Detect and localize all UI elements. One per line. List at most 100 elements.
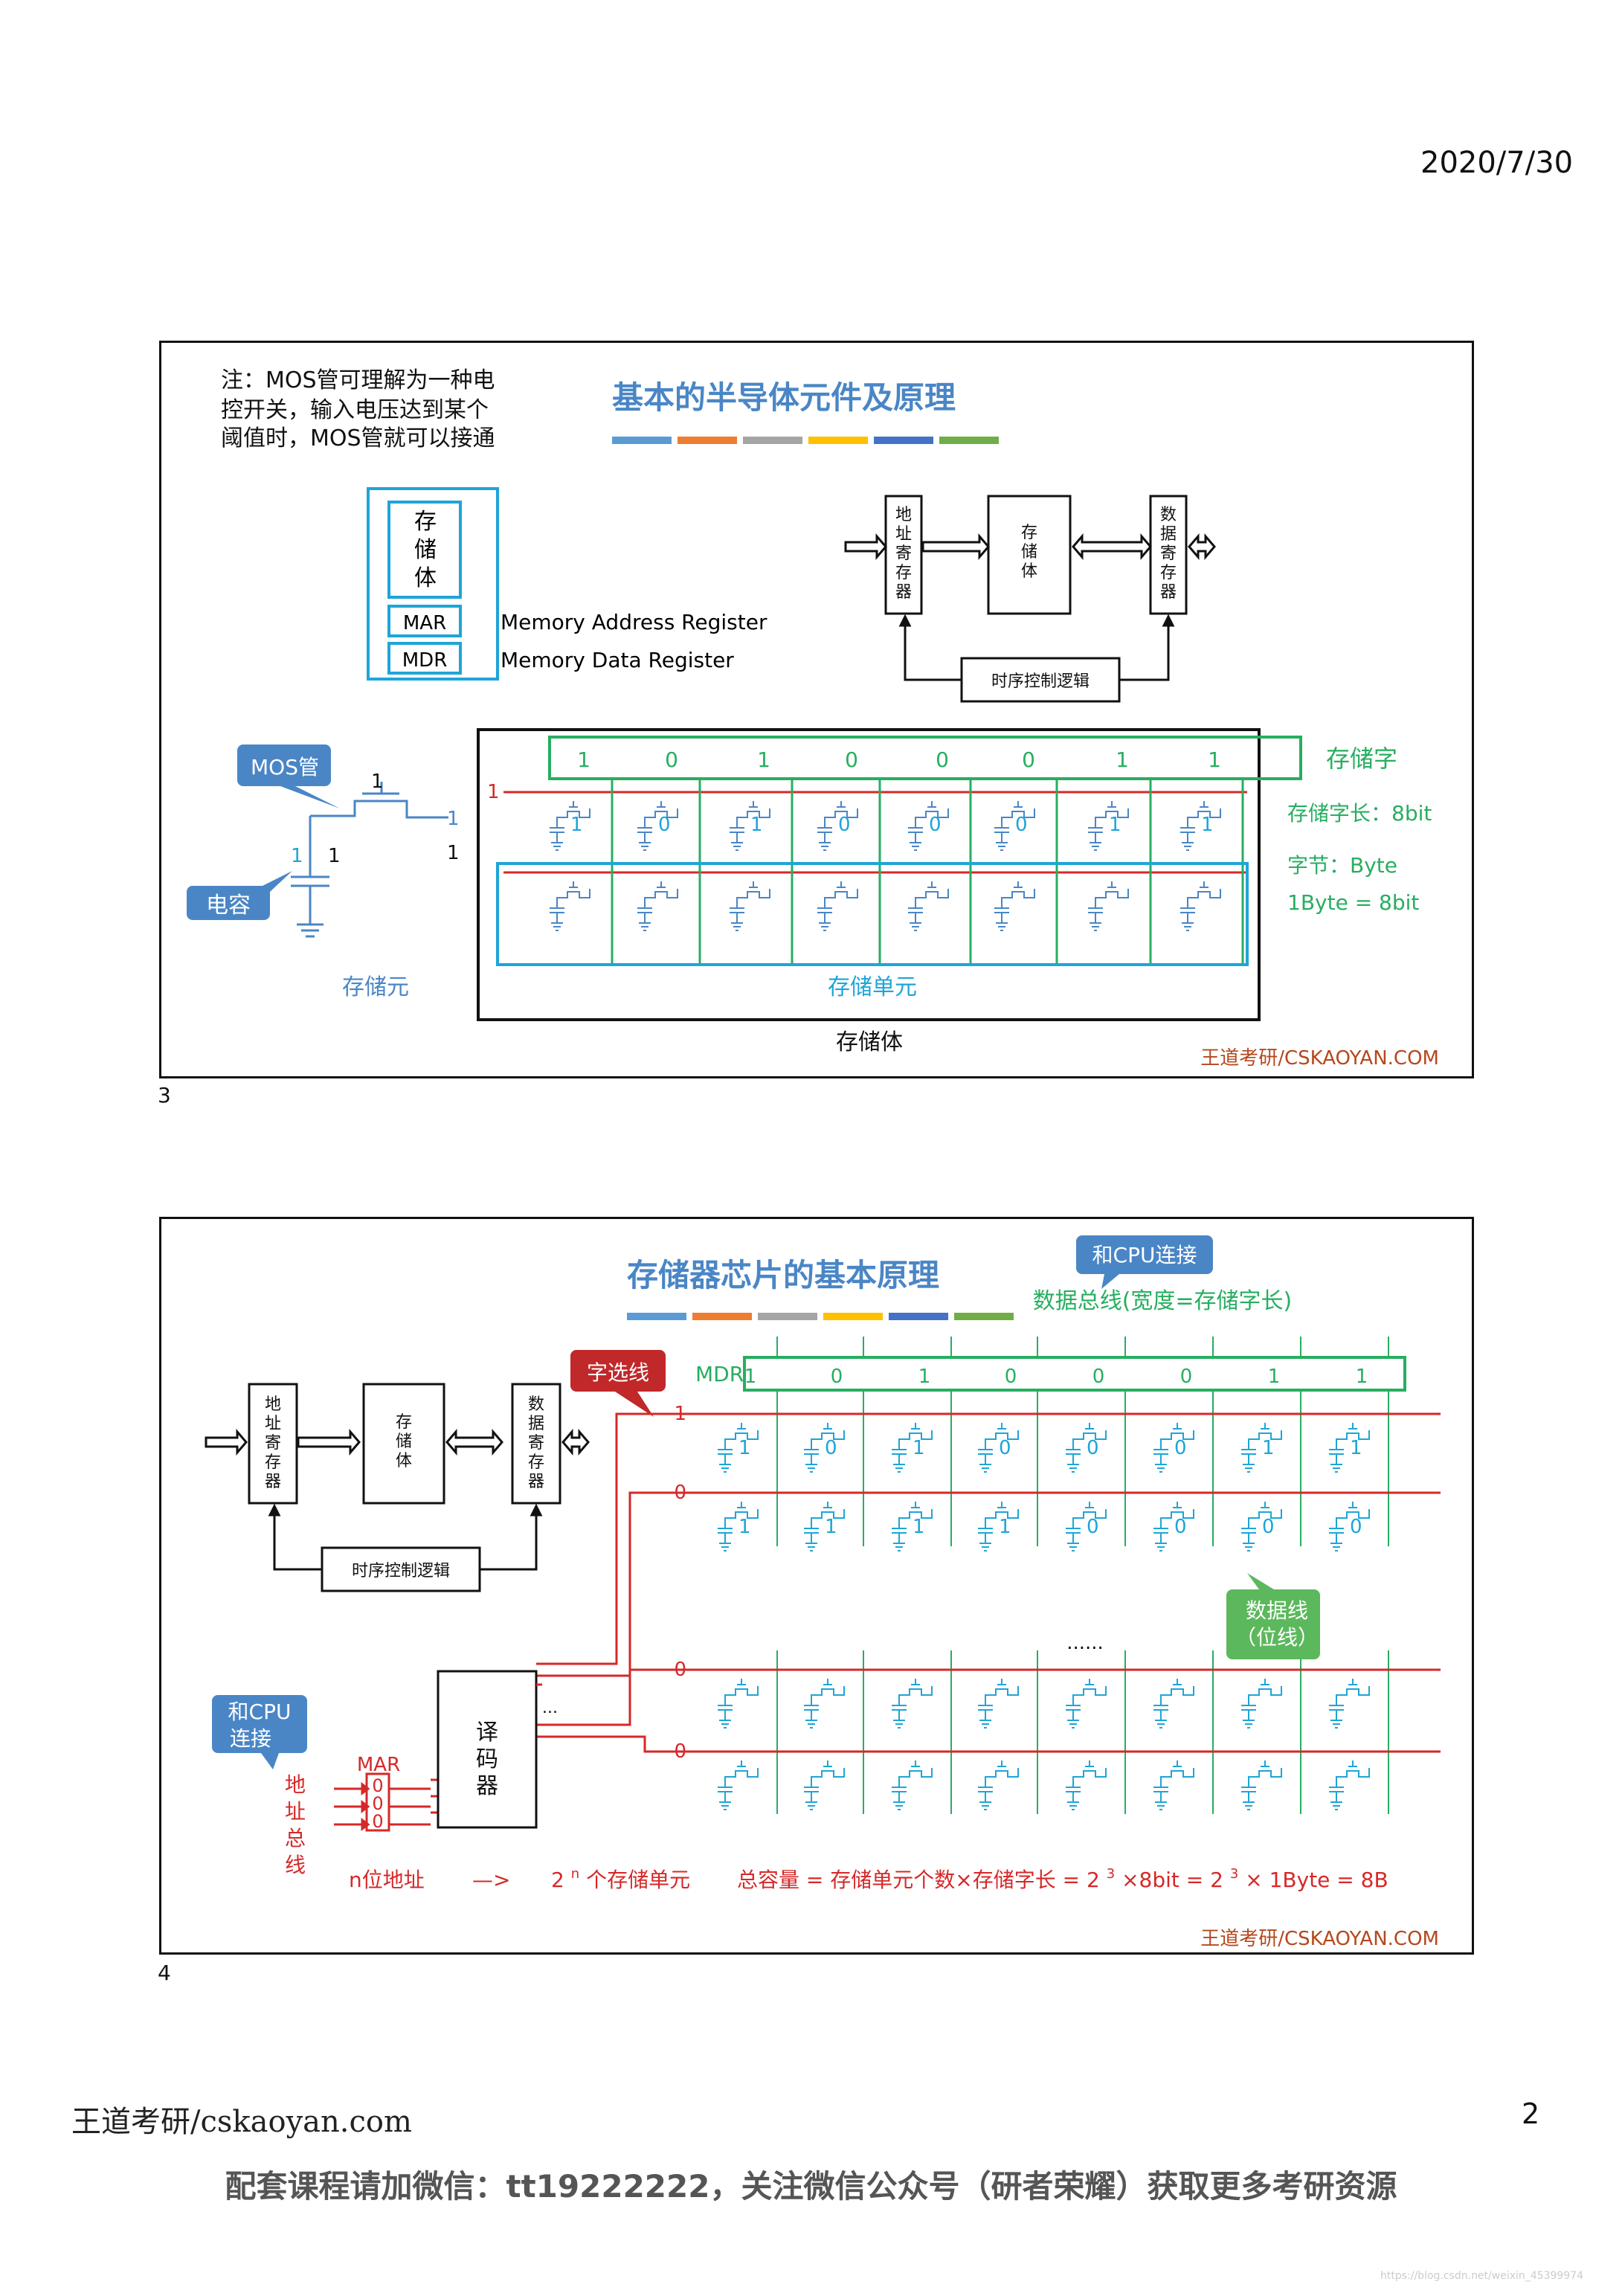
slide-number-3: 3	[158, 1083, 171, 1107]
storage-cell-r2-c1	[550, 881, 590, 931]
cell-bit-r1-c5: 0	[1087, 1437, 1099, 1459]
addr-reg-4: 存	[265, 1453, 281, 1472]
formula-line: n位地址 —> 2 n 个存储单元 总容量 = 存储单元个数×存储字长 = 2 …	[349, 1859, 1388, 1892]
slide-3: 注：MOS管可理解为一种电 控开关，输入电压达到某个 阈值时，MOS管就可以接通…	[159, 341, 1474, 1078]
storage-cell-bit-5: 0	[929, 814, 942, 836]
footer-promo: 配套课程请加微信：tt19222222，关注微信公众号（研者荣耀）获取更多考研资…	[225, 2168, 1397, 2205]
cell-r1-c4	[978, 1423, 1019, 1473]
cell-bit-r1-c7: 1	[1262, 1437, 1275, 1459]
footer-site: 王道考研/cskaoyan.com	[71, 2105, 412, 2139]
byte-equation: 1Byte = 8bit	[1287, 890, 1419, 915]
cell-r3-c3	[892, 1679, 933, 1729]
cell-r3-c4	[978, 1679, 1019, 1729]
data-reg-3: 寄	[528, 1434, 544, 1453]
cell-r2-c1	[718, 1502, 759, 1551]
cell-bit-r2-c4: 1	[999, 1516, 1011, 1538]
addr-reg-5: 器	[895, 583, 912, 602]
storage-cell-bit-6: 0	[1015, 814, 1028, 836]
cell-r3-c8	[1329, 1679, 1370, 1729]
addr-reg-2: 址	[265, 1415, 281, 1433]
storage-cell-r2-c3	[730, 881, 770, 931]
word-select-value: 1	[487, 781, 500, 803]
mar-bit-3: 0	[372, 1811, 383, 1832]
cell-r1-c1	[718, 1423, 759, 1473]
mdr-label: MDR	[695, 1362, 744, 1386]
byte-note: 字节：Byte	[1287, 853, 1397, 878]
address-bus-arrows	[334, 1782, 431, 1831]
storage-word-box	[548, 736, 1302, 780]
word-bit-2: 0	[665, 747, 678, 772]
cell-r2-c3	[892, 1502, 933, 1551]
decoder	[437, 1670, 538, 1829]
cell-r4-c4	[978, 1760, 1019, 1810]
memory-block-diagram	[844, 495, 1216, 703]
note-line-3: 阈值时，MOS管就可以接通	[221, 425, 495, 451]
cell-r1-c7	[1241, 1423, 1282, 1473]
mdr-bit-8: 1	[1356, 1366, 1368, 1388]
memory-1: 存	[1021, 524, 1037, 542]
storage-body-label: 存储体	[836, 1029, 903, 1055]
word-bit-8: 1	[1208, 747, 1221, 772]
legend-storage-1: 存	[414, 509, 437, 535]
word-line-callout: 字选线	[570, 1350, 666, 1417]
cell-gate-value: 1	[371, 771, 384, 793]
address-bus-1: 地	[285, 1772, 306, 1797]
data-line-callout-1: 数据线	[1246, 1598, 1308, 1623]
memory-3: 体	[396, 1452, 412, 1470]
slide-watermark: 王道考研/CSKAOYAN.COM	[1200, 1928, 1439, 1950]
cell-r3-c5	[1066, 1679, 1107, 1729]
data-reg-4: 存	[528, 1453, 544, 1472]
note-line-1: 注：MOS管可理解为一种电	[221, 367, 495, 393]
data-reg-1: 数	[528, 1395, 544, 1414]
timing-logic: 时序控制逻辑	[352, 1562, 450, 1580]
cell-r3-c2	[804, 1679, 845, 1729]
mdr-bit-6: 0	[1180, 1366, 1193, 1388]
cell-drain-value-bottom: 1	[447, 842, 460, 864]
capacitor-callout: 电容	[187, 871, 292, 920]
storage-cell-r1-c2	[637, 801, 678, 851]
storage-cells-row-2	[550, 881, 1221, 931]
title-color-bars	[612, 437, 999, 444]
cell-r1-c6	[1153, 1423, 1194, 1473]
cell-r2-c8	[1329, 1502, 1370, 1551]
storage-cell-r1-c4	[817, 801, 858, 851]
legend-mdr-desc: Memory Data Register	[501, 648, 734, 672]
legend-mar-desc: Memory Address Register	[501, 610, 767, 634]
decoder-dots: ...	[542, 1699, 558, 1717]
cpu-callout-left-2: 连接	[230, 1726, 271, 1751]
address-bus-4: 线	[285, 1853, 306, 1877]
slide-watermark: 王道考研/CSKAOYAN.COM	[1200, 1047, 1439, 1070]
addr-reg-3: 寄	[265, 1434, 281, 1453]
formula-total-a: 总容量 = 存储单元个数×存储字长 = 2	[737, 1868, 1100, 1892]
storage-unit-label: 存储单元	[828, 974, 917, 1000]
legend-mar: MAR	[403, 612, 446, 634]
cell-r1-c8	[1329, 1423, 1370, 1473]
mdr-register	[743, 1356, 1406, 1392]
cell-cap-value-right: 1	[328, 845, 341, 867]
mos-callout-text: MOS管	[251, 755, 319, 779]
word-bit-7: 1	[1116, 747, 1129, 772]
legend-mdr: MDR	[402, 649, 448, 672]
formula-total-c: × 1Byte = 8B	[1245, 1868, 1388, 1892]
storage-cell-r2-c5	[908, 881, 949, 931]
mdr-bit-7: 1	[1268, 1366, 1281, 1388]
formula-arrow: —>	[472, 1868, 510, 1892]
storage-cell-bit-4: 0	[838, 814, 851, 836]
decoder-wires	[431, 1412, 700, 1814]
slide-number-4: 4	[158, 1961, 171, 1985]
storage-cell-bit-1: 1	[570, 814, 583, 836]
data-reg-1: 数	[1160, 506, 1177, 524]
cell-r3-c6	[1153, 1679, 1194, 1729]
storage-cell-r2-c7	[1088, 881, 1129, 931]
word-length-note: 存储字长：8bit	[1287, 801, 1432, 826]
mar-register	[365, 1772, 390, 1832]
cell-r1-c5	[1066, 1423, 1107, 1473]
formula-units-exp: n	[571, 1866, 579, 1882]
cell-bit-r1-c1: 1	[738, 1437, 751, 1459]
cell-r2-c7	[1241, 1502, 1282, 1551]
row-ellipsis: ......	[1066, 1632, 1104, 1654]
data-reg-2: 据	[1160, 525, 1177, 544]
storage-body-frame	[477, 728, 1261, 1021]
